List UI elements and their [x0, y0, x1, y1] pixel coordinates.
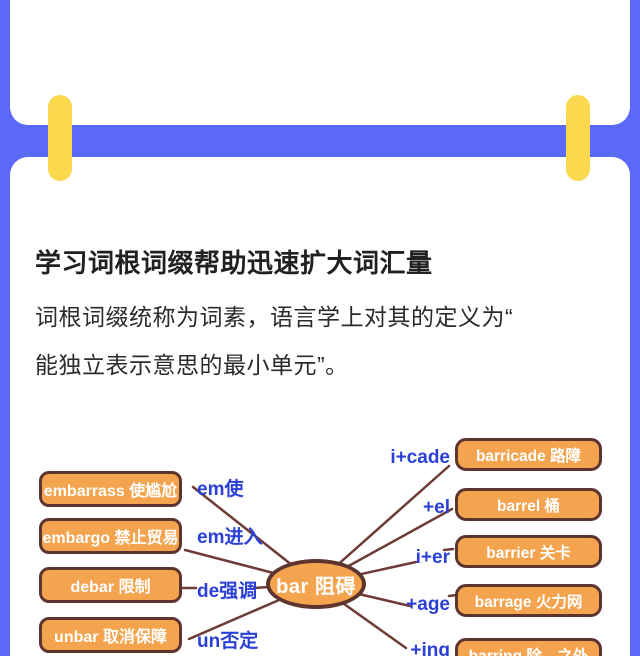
affix-label: +ing: [410, 640, 450, 656]
affix-label: i+cade: [390, 447, 450, 468]
affix-label: un否定: [197, 631, 259, 652]
affix-label: em使: [197, 479, 244, 500]
word-node: embargo 禁止贸易: [39, 518, 182, 554]
page-title: 学习词根词缀帮助迅速扩大词汇量: [35, 248, 433, 278]
word-node: unbar 取消保障: [39, 617, 182, 653]
affix-label: em进入: [197, 527, 263, 548]
word-node: barrage 火力网: [455, 584, 602, 617]
affix-label: +el: [423, 497, 450, 518]
word-node: barrier 关卡: [455, 535, 602, 568]
word-node: debar 限制: [39, 567, 182, 603]
binder-pin-right-icon: [566, 95, 590, 181]
root-word-node: bar 阻碍: [266, 559, 366, 609]
binder-pin-left-icon: [48, 95, 72, 181]
intro-text-line-1: 词根词缀统称为词素，语言学上对其的定义为“: [35, 304, 514, 330]
word-node: barricade 路障: [455, 438, 602, 471]
word-node: barring 除…之外: [455, 638, 602, 656]
affix-label: i+er: [415, 547, 450, 568]
affix-label: +age: [406, 594, 450, 615]
affix-label: de强调: [197, 581, 258, 602]
intro-text-line-2: 能独立表示意思的最小单元”。: [35, 352, 349, 378]
word-node: barrel 桶: [455, 488, 602, 521]
word-node: embarrass 使尴尬: [39, 471, 182, 507]
mindmap-diagram: embarrass 使尴尬 embargo 禁止贸易 debar 限制 unba…: [0, 420, 640, 656]
top-card: [10, 0, 630, 125]
